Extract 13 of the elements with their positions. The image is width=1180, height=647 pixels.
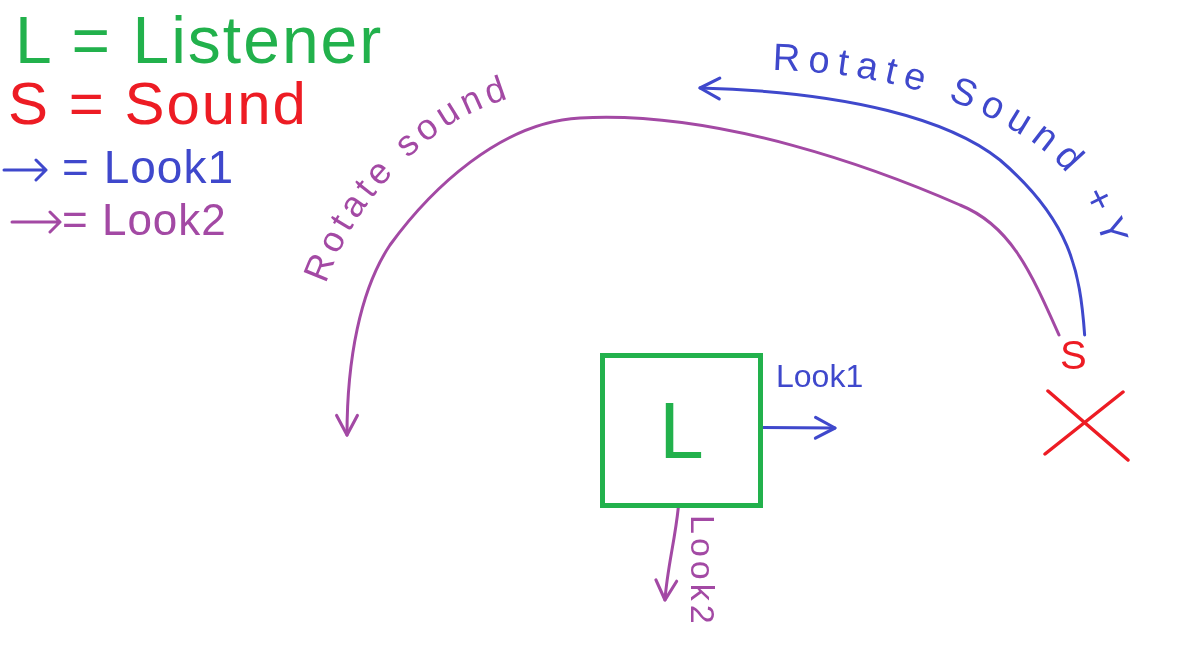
arrow bbox=[761, 415, 837, 440]
node-label: L bbox=[659, 390, 704, 471]
edge-label: Look1 bbox=[776, 360, 864, 392]
legend-text: = Look2 bbox=[62, 198, 227, 242]
square-box bbox=[600, 353, 763, 508]
arrow bbox=[654, 506, 680, 602]
curved-arrow bbox=[335, 115, 1061, 437]
node-label: S bbox=[1060, 335, 1087, 375]
edge-label: Look2 bbox=[686, 515, 720, 628]
legend-text: = Look1 bbox=[62, 144, 234, 190]
legend-text: L = Listener bbox=[15, 7, 384, 73]
legend-text: S = Sound bbox=[8, 74, 308, 134]
curved-arrow bbox=[698, 76, 1087, 337]
